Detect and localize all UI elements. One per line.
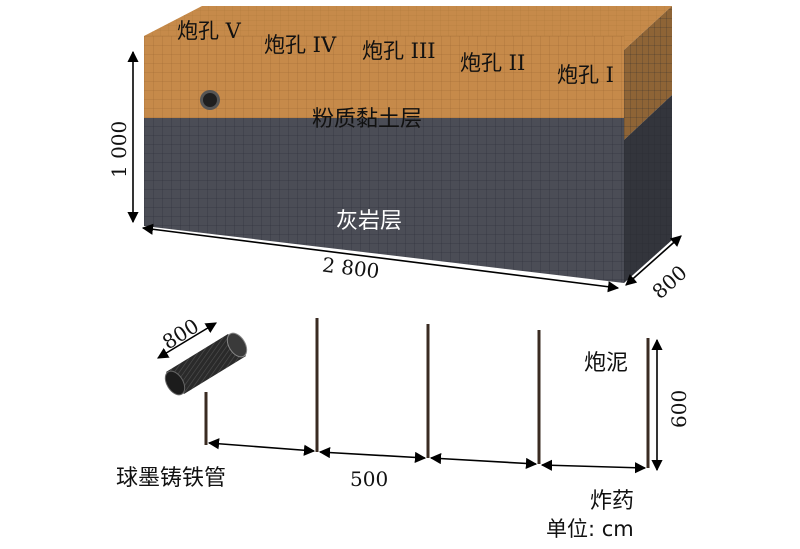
pipe-label: 球墨铸铁管	[116, 466, 226, 491]
rock-layer-label: 灰岩层	[336, 209, 402, 234]
soil-layer-label: 粉质黏土层	[312, 107, 422, 132]
hole-label-iv: 炮孔 IV	[264, 33, 337, 57]
height-dimension: 1 000	[107, 50, 139, 224]
charge-depth-dimension: 600	[651, 338, 691, 472]
length-dimension: 2 800	[141, 223, 620, 293]
hole-labels: 炮孔 V 炮孔 IV 炮孔 III 炮孔 II 炮孔 I	[177, 19, 614, 87]
depth-value: 800	[647, 260, 691, 303]
height-value: 1 000	[107, 121, 131, 178]
hole-label-iii: 炮孔 III	[362, 39, 436, 63]
pipe-length-value: 800	[158, 314, 203, 355]
hole-label-v: 炮孔 V	[177, 19, 242, 43]
unit-label: 单位: cm	[546, 517, 634, 541]
spacing-dimensions: 500	[207, 438, 647, 491]
hole-label-ii: 炮孔 II	[460, 51, 525, 75]
spacing-value: 500	[350, 467, 388, 491]
stemming-label: 炮泥	[584, 351, 628, 376]
hole-label-i: 炮孔 I	[557, 63, 614, 87]
charge-depth-value: 600	[667, 390, 691, 428]
explosive-label: 炸药	[590, 489, 634, 514]
ductile-iron-pipe	[164, 332, 248, 396]
boreholes	[204, 318, 650, 468]
